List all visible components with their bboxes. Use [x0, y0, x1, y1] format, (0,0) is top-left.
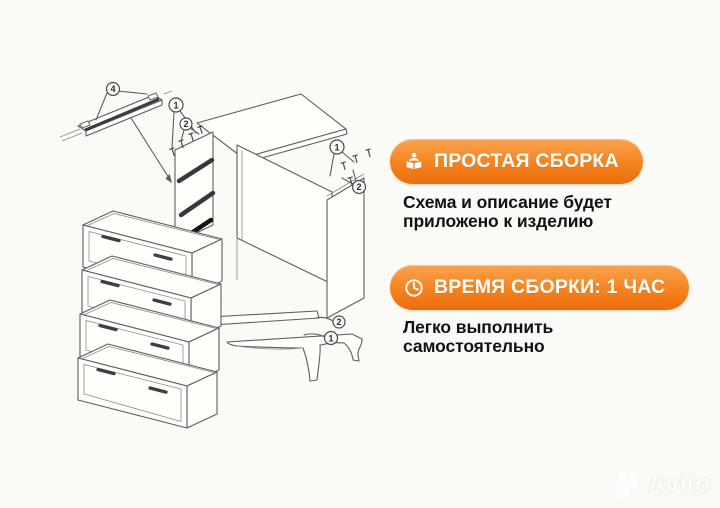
- feature-description-line: Легко выполнить: [403, 317, 554, 337]
- svg-text:2: 2: [336, 317, 341, 327]
- assembly-manual-icon: [403, 151, 425, 173]
- watermark-brand-text: Avito: [647, 469, 711, 498]
- avito-watermark: Avito: [613, 469, 711, 499]
- svg-text:1: 1: [328, 333, 333, 343]
- feature-description: Легко выполнить самостоятельно: [403, 318, 553, 356]
- callout-right-2: 2: [341, 169, 367, 195]
- base-legs: [226, 333, 363, 382]
- trim-panel: [59, 90, 173, 142]
- svg-text:1: 1: [173, 100, 178, 110]
- feature-description: Схема и описание будет приложено к издел…: [403, 193, 612, 231]
- svg-text:4: 4: [110, 84, 115, 94]
- top-panel: [196, 93, 348, 164]
- feature-description-line: самостоятельно: [403, 336, 545, 356]
- drawer-rails-panel: [174, 131, 216, 244]
- pointer-arrow: [130, 117, 172, 183]
- callout-right-1: 1: [329, 139, 355, 177]
- callout-trim: 4: [95, 81, 148, 121]
- feature-description-line: приложено к изделию: [403, 211, 594, 231]
- callout-left-2: 2: [179, 117, 200, 142]
- callout-base-1: 1: [303, 330, 339, 346]
- avito-logo-icon: [613, 469, 643, 499]
- feature-badge-time: ВРЕМЯ СБОРКИ: 1 ЧАС: [390, 265, 690, 310]
- svg-text:1: 1: [334, 142, 339, 152]
- callout-base-2: 2: [315, 315, 346, 329]
- feature-title: ВРЕМЯ СБОРКИ: 1 ЧАС: [434, 276, 666, 298]
- feature-title: ПРОСТАЯ СБОРКА: [434, 150, 619, 172]
- clock-icon: [403, 277, 425, 299]
- svg-text:2: 2: [356, 182, 361, 192]
- feature-description-line: Схема и описание будет: [403, 192, 612, 212]
- side-panel: [326, 173, 365, 319]
- cabinet-carcass: [209, 144, 333, 326]
- feature-badge-assembly: ПРОСТАЯ СБОРКА: [390, 139, 643, 184]
- svg-text:2: 2: [183, 119, 188, 129]
- callout-left-1: 1: [168, 97, 197, 149]
